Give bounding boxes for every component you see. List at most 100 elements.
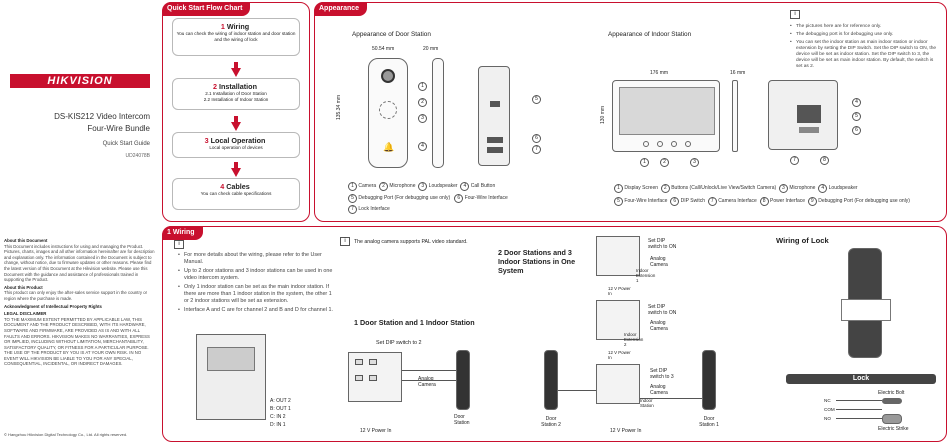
lock-terminal (487, 147, 503, 153)
wire (836, 400, 882, 401)
wire (640, 398, 702, 399)
door-appearance-title: Appearance of Door Station (352, 31, 431, 38)
flow-chart-tag: Quick Start Flow Chart (162, 2, 251, 16)
lock-banner: Lock (786, 374, 936, 384)
terminal-block (797, 105, 821, 123)
display-screen (619, 87, 715, 135)
step-title: Cables (226, 182, 250, 191)
product-title: About this Product (4, 284, 43, 290)
dip-3: Set DIP switch to 3 (650, 368, 674, 380)
debug-port (490, 101, 500, 107)
power-main: 12 V Power In (610, 428, 642, 434)
power-ext2: 12 V Power In (608, 350, 631, 360)
interface-board (196, 334, 266, 420)
camera-note-icon: i (340, 237, 350, 246)
door-callout-7: 7 (532, 145, 541, 154)
product-body: This product can only enjoy the after-sa… (4, 290, 148, 301)
legend-lock-interface: Lock Interface (358, 206, 390, 212)
power-ext1: 12 V Power In (608, 286, 631, 296)
door-station-single-label: Door Station (454, 414, 470, 426)
lock-door-station (841, 248, 891, 358)
lock-com: COM (824, 407, 835, 412)
door-station-2 (544, 350, 558, 410)
legend-debug-port: Debugging Port (For debugging use only) (358, 195, 451, 201)
indoor-callout-1: 1 (640, 158, 649, 167)
dip-on-2: Set DIP switch to ON (648, 304, 677, 316)
lock-banner-text: Lock (852, 375, 870, 382)
terminal (355, 359, 363, 365)
electric-strike-icon (882, 414, 902, 424)
note-item: The pictures here are for reference only… (790, 24, 940, 30)
cover-panel: HIKVISION DS-KIS212 Video Intercom Four-… (0, 0, 160, 444)
appearance-panel (314, 2, 947, 222)
indoor-callout-6: 6 (852, 126, 861, 135)
step-number: 3 (204, 136, 209, 145)
wire (836, 409, 882, 410)
door-legend-row-3: 7 Lock Interface (348, 205, 390, 214)
legend-camera-if: Camera Interface (718, 198, 757, 204)
legend-call-button: Call Button (470, 183, 496, 189)
indoor-depth-dim: 16 mm (730, 70, 746, 76)
door-station-1-label: Door Station 1 (699, 416, 719, 428)
wiring-bullet: Only 1 indoor station can be set as the … (178, 284, 338, 305)
door-station-back (478, 66, 510, 166)
wire (558, 390, 596, 391)
indoor-callout-5: 5 (852, 112, 861, 121)
iface-b: B: OUT 1 (270, 406, 291, 412)
about-title: About this Document (4, 238, 48, 243)
indoor-board-ext2 (596, 300, 640, 340)
door-callout-6: 6 (532, 134, 541, 143)
indoor-station-side (732, 80, 738, 152)
wiring-bullet: Interface A and C are for channel 2 and … (178, 307, 338, 314)
legend-buttons: Buttons (Call/Unlock/Live View/Switch Ca… (671, 185, 777, 191)
door-callout-4: 4 (418, 142, 427, 151)
flow-arrow (231, 116, 241, 131)
electric-bolt-icon (882, 398, 902, 404)
indoor-station-back (768, 80, 838, 150)
ext2-label: Indoor Extension 2 (624, 332, 644, 347)
electric-strike: Electric Strike (878, 426, 909, 432)
indoor-buttons (643, 141, 691, 147)
legal-text: About this Document This Document includ… (4, 238, 156, 367)
analog-camera-label: Analog Camera (418, 376, 436, 388)
door-station-side (432, 58, 444, 168)
call-button-icon: 🔔 (383, 142, 395, 152)
wiring-panel (162, 226, 947, 442)
indoor-callout-4: 4 (852, 98, 861, 107)
legend-power: Power Interface (770, 198, 806, 204)
indoor-legend-row-2: 5 Four-Wire Interface 6 DIP Switch 7 Cam… (614, 197, 910, 206)
door-station-front: 🔔 (368, 58, 408, 168)
door-height-dim: 135.34 mm (336, 94, 342, 120)
flow-arrow (231, 62, 241, 77)
step-title: Local Operation (210, 136, 266, 145)
door-width-dim: 50.54 mm (372, 46, 395, 52)
board-connector (207, 347, 255, 371)
door-station-single (456, 350, 470, 410)
step-desc: 2.1 Installation of Door Station 2.2 Ins… (203, 91, 269, 102)
step-desc: You can check cable specifications (200, 191, 272, 196)
one-one-dip: Set DIP switch to 2 (376, 340, 422, 346)
indoor-callout-3: 3 (690, 158, 699, 167)
lock-title: Wiring of Lock (776, 236, 829, 245)
door-station-2-label: Door Station 2 (541, 416, 561, 428)
indoor-board-ext1 (596, 236, 640, 276)
copyright: © Hangzhou Hikvision Digital Technology … (4, 432, 128, 437)
wire (402, 380, 456, 381)
camera-ext2: Analog Camera (650, 320, 668, 332)
indoor-callout-8: 8 (820, 156, 829, 165)
loudspeaker-grille (379, 101, 397, 119)
door-callout-1: 1 (418, 82, 427, 91)
wiring-bullets: For more details about the wiring, pleas… (178, 252, 338, 316)
legend-mic: Microphone (789, 185, 816, 191)
door-depth-dim: 20 mm (423, 46, 439, 52)
indoor-callout-2: 2 (660, 158, 669, 167)
model-subtitle: Four-Wire Bundle (87, 124, 150, 133)
lock-no: NO (824, 416, 831, 421)
legal-title: LEGAL DISCLAIMER (4, 311, 47, 317)
camera-note: The analog camera supports PAL video sta… (354, 239, 468, 245)
door-station-1 (702, 350, 716, 410)
legend-loudspeaker: Loudspeaker (428, 183, 458, 189)
